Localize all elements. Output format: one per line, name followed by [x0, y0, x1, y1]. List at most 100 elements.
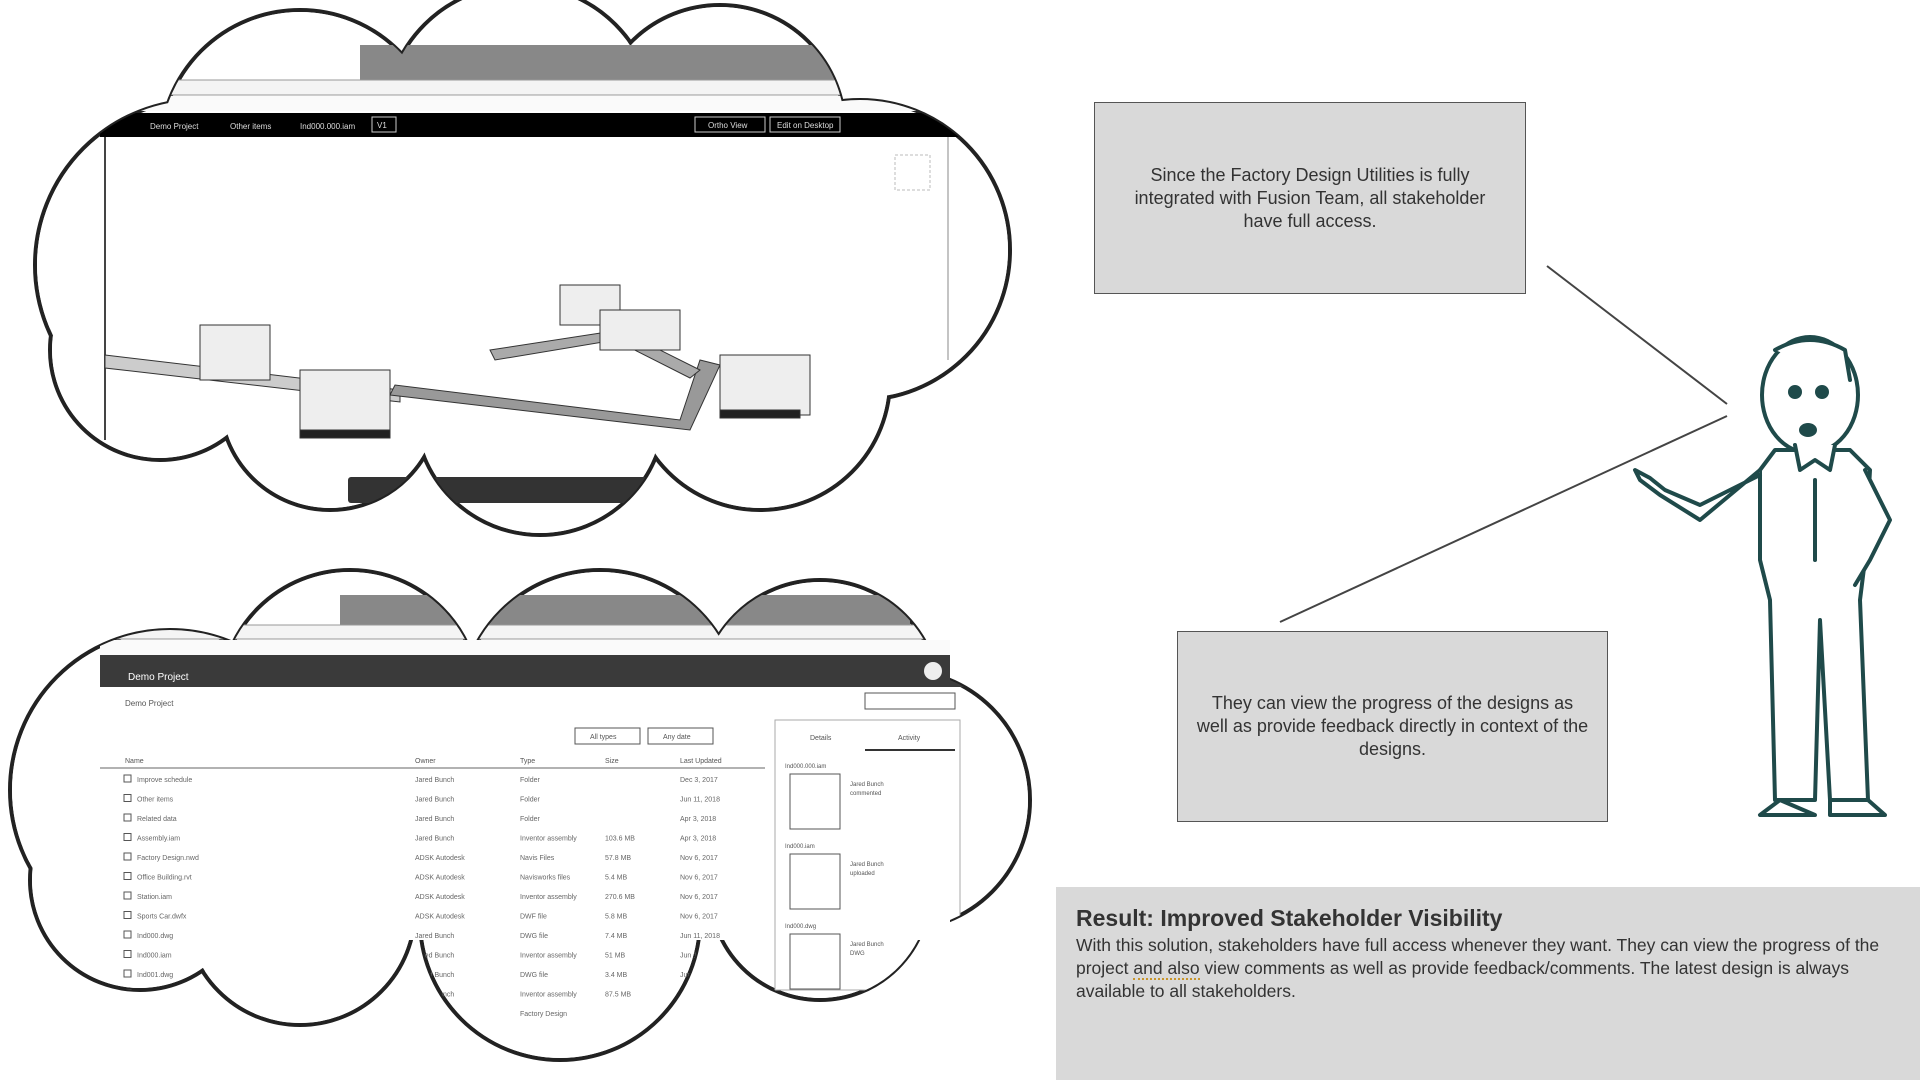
cell-owner: Jared Bunch [415, 797, 454, 804]
cell-size: 7.4 MB [605, 933, 628, 940]
cell-name: Other items [137, 797, 174, 804]
activity-user: Jared Bunch [850, 942, 884, 948]
ortho-view-button[interactable] [694, 116, 766, 133]
version-dropdown[interactable] [371, 116, 397, 133]
svg-text:Type: Type [520, 758, 535, 765]
cell-type: Folder [520, 797, 541, 804]
activity-item[interactable]: Ind000.dwg Jared Bunch DWG [785, 924, 884, 990]
activity-user: Jared Bunch [850, 782, 884, 788]
result-box: Result: Improved Stakeholder Visibility … [1056, 887, 1920, 1080]
activity-item[interactable]: Ind000.000.iam Jared Bunch commented [785, 764, 884, 830]
callout-full-access: Since the Factory Design Utilities is fu… [1094, 102, 1526, 294]
cell-type: DWG file [520, 972, 548, 979]
factory-model [104, 284, 811, 439]
edit-desktop-label: Edit on Desktop [777, 121, 834, 130]
viewcube-icon[interactable] [894, 154, 931, 191]
avatar[interactable] [924, 662, 942, 680]
file-icon [123, 911, 132, 919]
date-filter[interactable] [647, 727, 714, 745]
table-row[interactable]: Improve schedule Jared Bunch Folder Dec 3, … [123, 774, 718, 784]
cell-type: Navis Files [520, 855, 555, 862]
activity-item[interactable]: Ind000.iam Jared Bunch uploaded [785, 844, 884, 910]
breadcrumb-1[interactable]: Demo Project [150, 122, 199, 131]
ortho-view-label: Ortho View [708, 121, 748, 130]
tab-activity[interactable]: Activity [898, 735, 921, 742]
table-header: Name Owner Type Size Last Updated [125, 758, 722, 765]
breadcrumb[interactable]: Demo Project [125, 699, 174, 708]
files-screenshot-cloud: Demo Project Demo Project All types Any … [8, 568, 1032, 1062]
breadcrumb-2[interactable]: Other items [230, 122, 271, 131]
file-icon [123, 969, 132, 978]
project-select[interactable] [864, 692, 956, 710]
cell-type: DWG file [520, 933, 548, 940]
cell-date: Apr 3, 2018 [680, 836, 716, 843]
cell-type: Folder [520, 777, 541, 784]
cell-size: 51 MB [605, 953, 626, 960]
tab-details[interactable]: Details [810, 735, 832, 742]
cell-size: 103.6 MB [605, 836, 635, 843]
cell-date: Dec 3, 2017 [680, 777, 718, 784]
file-icon [123, 930, 132, 939]
cell-owner: ADSK Autodesk [415, 914, 465, 921]
cell-owner: Jared Bunch [415, 777, 454, 784]
activity-action: uploaded [850, 871, 875, 877]
browser-titlebar [360, 45, 890, 83]
cell-size: 87.5 MB [605, 992, 631, 999]
cell-owner: Jared Bunch [415, 836, 454, 843]
cell-owner: ADSK Autodesk [415, 855, 465, 862]
breadcrumb-3[interactable]: Ind000.000.iam [300, 122, 355, 131]
cell-date: Jun 11, 2018 [680, 933, 720, 940]
cell-owner: Jared Bunch [415, 953, 454, 960]
version-label: V1 [377, 121, 387, 130]
cell-size: 5.8 MB [605, 914, 628, 921]
table-row[interactable]: Station.iam ADSK Autodesk Inventor assembl… [123, 891, 718, 901]
cell-type: Inventor assembly [520, 992, 577, 999]
viewer-screenshot-cloud: Demo Project Other items Ind000.000.iam … [33, 0, 1012, 537]
cell-date: Nov 6, 2017 [680, 894, 718, 901]
thumbnail [789, 933, 841, 990]
cell-size: 3.4 MB [605, 972, 628, 979]
cell-date: Nov 6, 2017 [680, 855, 718, 862]
activity-user: Jared Bunch [850, 862, 884, 868]
cell-date: Nov 6, 2017 [680, 914, 718, 921]
file-icon [123, 872, 132, 880]
result-body: With this solution, stakeholders have fu… [1076, 935, 1880, 1001]
cell-type: Inventor assembly [520, 953, 577, 960]
cell-name: Ind001.dwg [137, 972, 173, 979]
cell-name: Factory Design.nwd [137, 855, 199, 862]
file-icon [123, 891, 132, 900]
activity-action: DWG [850, 951, 865, 957]
cell-name: Ind000.iam [137, 953, 172, 960]
cell-type: DWF file [520, 914, 547, 921]
file-icon [123, 950, 132, 958]
cell-date: Apr 3, 2018 [680, 816, 716, 823]
cell-name: Improve schedule [137, 777, 192, 784]
table-row[interactable]: Factory Design.nwd ADSK Autodesk Navis Fil… [123, 852, 718, 862]
app-header [100, 655, 970, 687]
cell-name: Related data [137, 816, 177, 823]
cell-type: Inventor assembly [520, 894, 577, 901]
type-filter-label: All types [590, 734, 617, 741]
edit-desktop-button[interactable] [769, 116, 841, 133]
cell-name: Ind000.dwg [137, 933, 173, 940]
folder-icon [123, 813, 132, 822]
bookmarks-bar [100, 96, 960, 111]
cell-owner: ADSK Autodesk [415, 894, 465, 901]
svg-text:Owner: Owner [415, 758, 436, 765]
folder-icon [123, 794, 132, 802]
cell-type: Inventor assembly [520, 836, 577, 843]
activity-file: Ind000.iam [785, 844, 815, 850]
type-filter[interactable] [574, 727, 641, 745]
cell-size: 270.6 MB [605, 894, 635, 901]
cell-owner: Jared Bunch [415, 816, 454, 823]
project-title[interactable]: Demo Project [128, 672, 189, 683]
cell-name: Station.iam [137, 894, 172, 901]
